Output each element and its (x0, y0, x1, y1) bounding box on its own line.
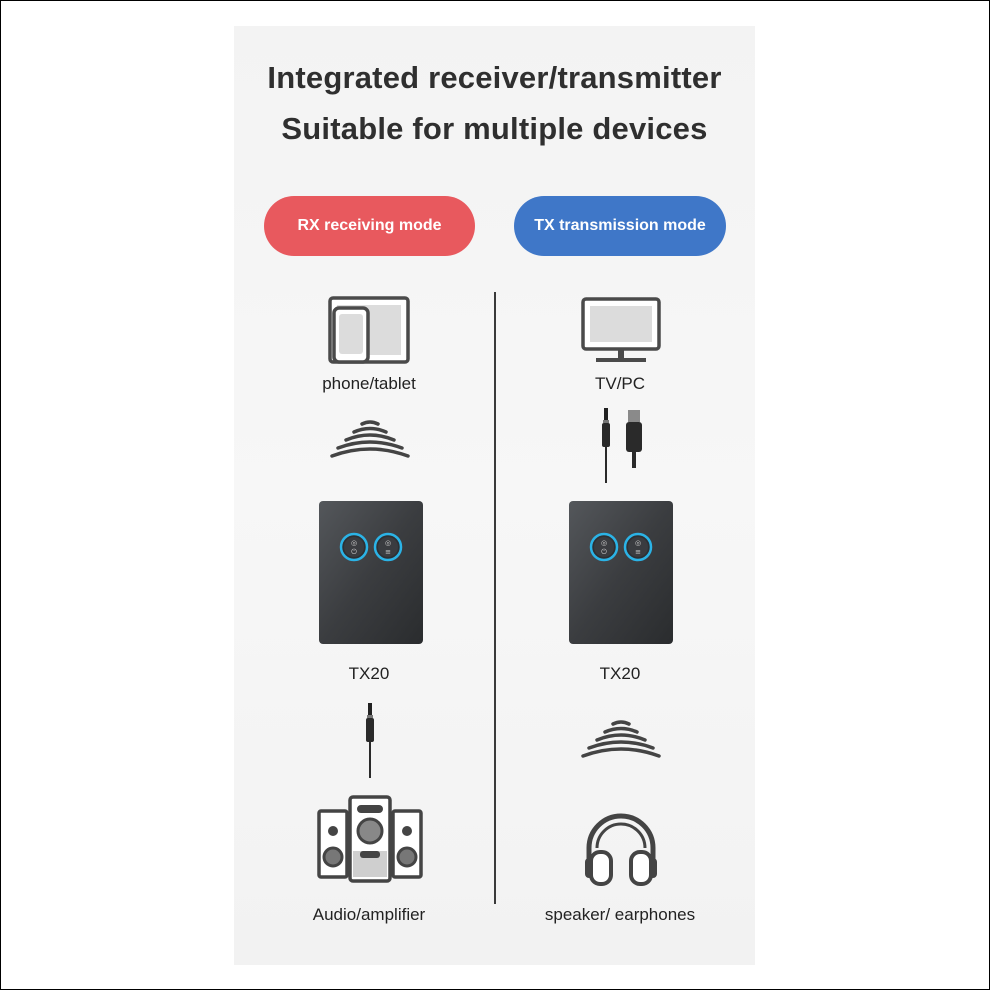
monitor-icon (581, 297, 661, 362)
headphones-icon (585, 813, 657, 886)
rx-source-label: phone/tablet (322, 374, 416, 393)
wireless-signal-icon (581, 720, 661, 758)
svg-text:◎: ◎ (385, 539, 391, 547)
tx-output-label: speaker/ earphones (544, 905, 696, 924)
wireless-signal-icon (330, 420, 410, 458)
svg-text:◎: ◎ (601, 539, 607, 547)
svg-text:≡: ≡ (635, 548, 641, 556)
svg-text:◎: ◎ (351, 539, 357, 547)
audio-jack-usb-icon (602, 408, 642, 483)
rx-mode-badge: RX receiving mode (264, 196, 475, 256)
tx-mode-badge: TX transmission mode (514, 196, 726, 256)
svg-text:◎: ◎ (635, 539, 641, 547)
tx-source-label: TV/PC (594, 374, 646, 393)
speaker-system-icon (317, 795, 423, 883)
rx-device-label: TX20 (348, 664, 390, 683)
svg-text:⏻: ⏻ (601, 548, 607, 556)
title-line-1: Integrated receiver/transmitter (267, 60, 722, 95)
rx-output-label: Audio/amplifier (312, 905, 426, 924)
svg-text:⏻: ⏻ (351, 548, 357, 556)
audio-jack-icon (366, 703, 374, 778)
phone-tablet-icon (328, 296, 410, 364)
tx-device-image: ◎ ⏻ ◎ ≡ (569, 501, 673, 644)
column-divider (494, 292, 496, 904)
tx-device-label: TX20 (599, 664, 641, 683)
svg-text:≡: ≡ (385, 548, 391, 556)
title-line-2: Suitable for multiple devices (281, 111, 708, 146)
rx-device-image: ◎ ⏻ ◎ ≡ (319, 501, 423, 644)
